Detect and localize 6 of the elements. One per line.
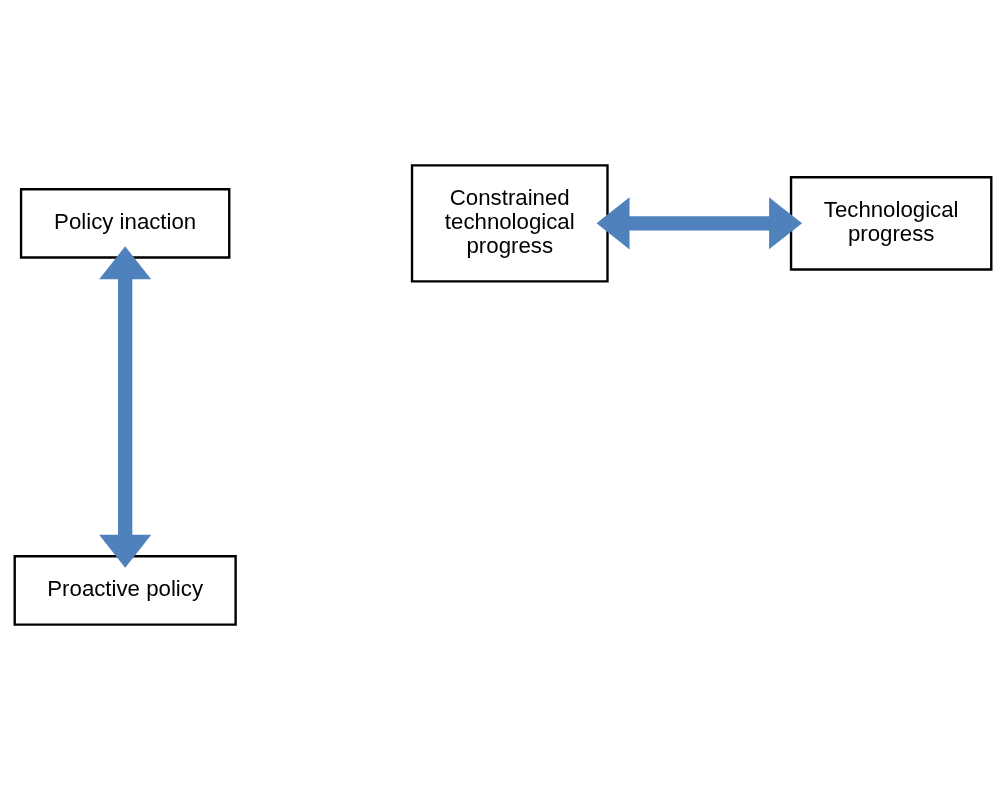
node-box: Proactive policy bbox=[13, 554, 237, 626]
node-box: Constrained technological progress bbox=[410, 163, 609, 283]
arrow bbox=[596, 196, 803, 249]
node-box: Policy inaction bbox=[19, 187, 231, 259]
arrow bbox=[99, 245, 152, 568]
node-box: Technological progress bbox=[789, 175, 993, 271]
